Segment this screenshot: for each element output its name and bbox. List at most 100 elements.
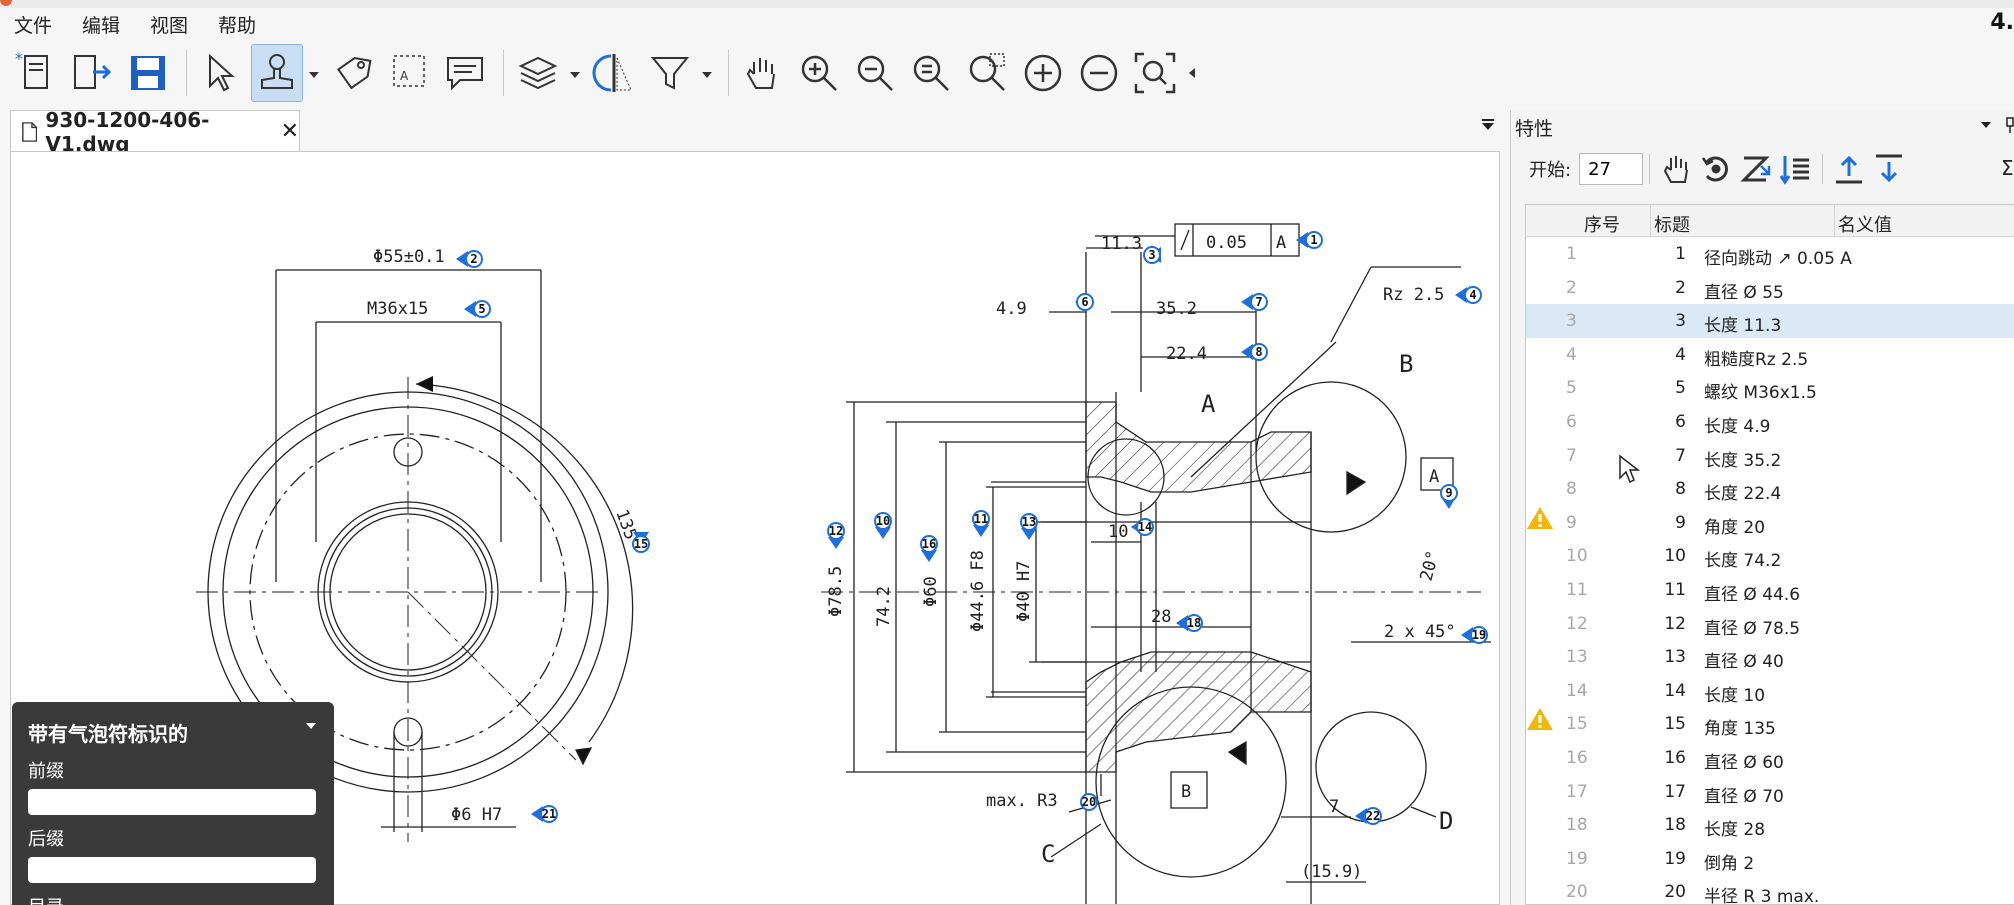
row-number: 1 [1566,244,1586,264]
new-doc-button[interactable]: * [10,44,62,102]
sort-list-button[interactable] [1776,149,1816,189]
table-row[interactable]: 77长度 35.235.2 [1526,439,2014,473]
renumber-icon [1699,152,1733,186]
layers-dropdown[interactable] [568,44,582,102]
table-row[interactable]: 44粗糙度Rz 2.5 [1526,338,2014,372]
balloon-12[interactable]: 12 [828,523,844,549]
balloon-15[interactable]: 15 [633,532,649,552]
row-title: 角度 20 [1704,513,1765,538]
table-row[interactable]: 1616直径 Ø 6060 [1526,741,2014,775]
table-row[interactable]: 55螺纹 M36x1.5 [1526,371,2014,405]
tools-separator [1822,154,1823,184]
zoom-fit-button[interactable] [905,44,957,102]
minus-circle-icon [1076,50,1122,96]
table-row[interactable]: 22直径 Ø 5555 [1526,271,2014,305]
close-tab-icon[interactable]: ✕ [281,119,299,144]
table-row[interactable]: 1515角度 135135 [1526,707,2014,741]
row-seq: 10 [1646,546,1686,566]
tag-button[interactable] [327,44,379,102]
row-number: 8 [1566,479,1586,499]
table-row[interactable]: 11径向跳动 ↗ 0.05 A [1526,237,2014,271]
balloon-3[interactable]: 3 [1144,247,1161,263]
tab-menu-icon[interactable] [1480,118,1496,134]
pan-button[interactable] [737,44,789,102]
table-row[interactable]: 1717直径 Ø 7070 [1526,775,2014,809]
filter-dropdown[interactable] [700,44,714,102]
menu-edit[interactable]: 编辑 [82,11,120,38]
balloon-16[interactable]: 16 [921,536,937,562]
stamp-button[interactable] [251,44,303,102]
balloon-19[interactable]: 19 [1461,627,1487,643]
balloon-21[interactable]: 21 [531,806,557,822]
zoom-out-button[interactable] [849,44,901,102]
col-nominal-header[interactable]: 名义值 [1838,211,1892,237]
table-row[interactable]: 1313直径 Ø 4040 [1526,640,2014,674]
row-title: 直径 Ø 40 [1704,647,1784,672]
balloon-11[interactable]: 11 [973,511,989,537]
zoom-minus-button[interactable] [1073,44,1125,102]
balloon-4[interactable]: 4 [1455,287,1481,303]
zoom-in-button[interactable] [793,44,845,102]
balloon-1[interactable]: 1 [1296,232,1322,248]
balloon-7[interactable]: 7 [1241,294,1267,310]
row-number: 2 [1566,278,1586,298]
mirror-button[interactable] [588,44,640,102]
balloon-22[interactable]: 22 [1355,808,1381,824]
table-row[interactable]: 1414长度 1010 [1526,674,2014,708]
table-row[interactable]: 99角度 2020 [1526,506,2014,540]
table-row[interactable]: 33长度 11.311.3 [1526,304,2014,338]
col-seq-header[interactable]: 序号 [1584,211,1620,237]
balloon-panel-header[interactable]: 带有气泡符标识的 [28,718,318,747]
text-region-button[interactable]: A [383,44,435,102]
move-up-button[interactable] [1829,149,1869,189]
sort-z-icon [1739,152,1773,186]
dim-d55: Φ55±0.1 [373,247,445,267]
prefix-input[interactable] [28,789,316,815]
balloon-10[interactable]: 10 [875,513,891,539]
document-tab-name: 930-1200-406-V1.dwg [45,108,270,156]
start-number-input[interactable] [1579,153,1643,185]
table-row[interactable]: 2020半径 R 3 max. [1526,875,2014,905]
toolbar-overflow[interactable] [1185,44,1199,102]
document-tab[interactable]: 930-1200-406-V1.dwg ✕ [10,110,300,152]
zoom-extent-button[interactable] [1129,44,1181,102]
balloon-2[interactable]: 2 [456,251,482,267]
layers-button[interactable] [512,44,564,102]
balloon-9[interactable]: 9 [1441,485,1457,509]
balloon-5[interactable]: 5 [464,301,490,317]
chevron-down-icon[interactable] [304,718,318,732]
suffix-input[interactable] [28,857,316,883]
table-row[interactable]: 1111直径 Ø 44.644.6 [1526,573,2014,607]
zoom-plus-button[interactable] [1017,44,1069,102]
col-title-header[interactable]: 标题 [1654,211,1690,237]
table-row[interactable]: 1010长度 74.274.2 [1526,539,2014,573]
menu-help[interactable]: 帮助 [218,11,256,38]
start-label: 开始: [1529,156,1571,182]
save-button[interactable] [122,44,174,102]
sort-z-button[interactable] [1736,149,1776,189]
table-row[interactable]: 1919倒角 22 [1526,842,2014,876]
panel-menu-icon[interactable] [1979,118,1993,132]
stamp-dropdown[interactable] [307,44,321,102]
manual-select-button[interactable] [1656,149,1696,189]
select-button[interactable] [195,44,247,102]
sum-icon[interactable]: Σ [2001,156,2014,180]
zoom-window-button[interactable] [961,44,1013,102]
balloon-6[interactable]: 6 [1075,294,1093,310]
row-seq: 3 [1646,311,1686,331]
comment-button[interactable] [439,44,491,102]
move-down-button[interactable] [1869,149,1909,189]
table-row[interactable]: 66长度 4.94.9 [1526,405,2014,439]
menu-file[interactable]: 文件 [14,11,52,38]
table-row[interactable]: 88长度 22.422.4 [1526,472,2014,506]
balloon-13[interactable]: 13 [1021,514,1037,540]
balloon-20[interactable]: 20 [1081,794,1097,810]
balloon-18[interactable]: 18 [1176,615,1202,631]
pin-icon[interactable] [2005,116,2014,134]
export-doc-button[interactable] [66,44,118,102]
table-row[interactable]: 1212直径 Ø 78.578.5 [1526,607,2014,641]
renumber-button[interactable] [1696,149,1736,189]
table-row[interactable]: 1818长度 2828 [1526,808,2014,842]
filter-button[interactable] [644,44,696,102]
menu-view[interactable]: 视图 [150,11,188,38]
